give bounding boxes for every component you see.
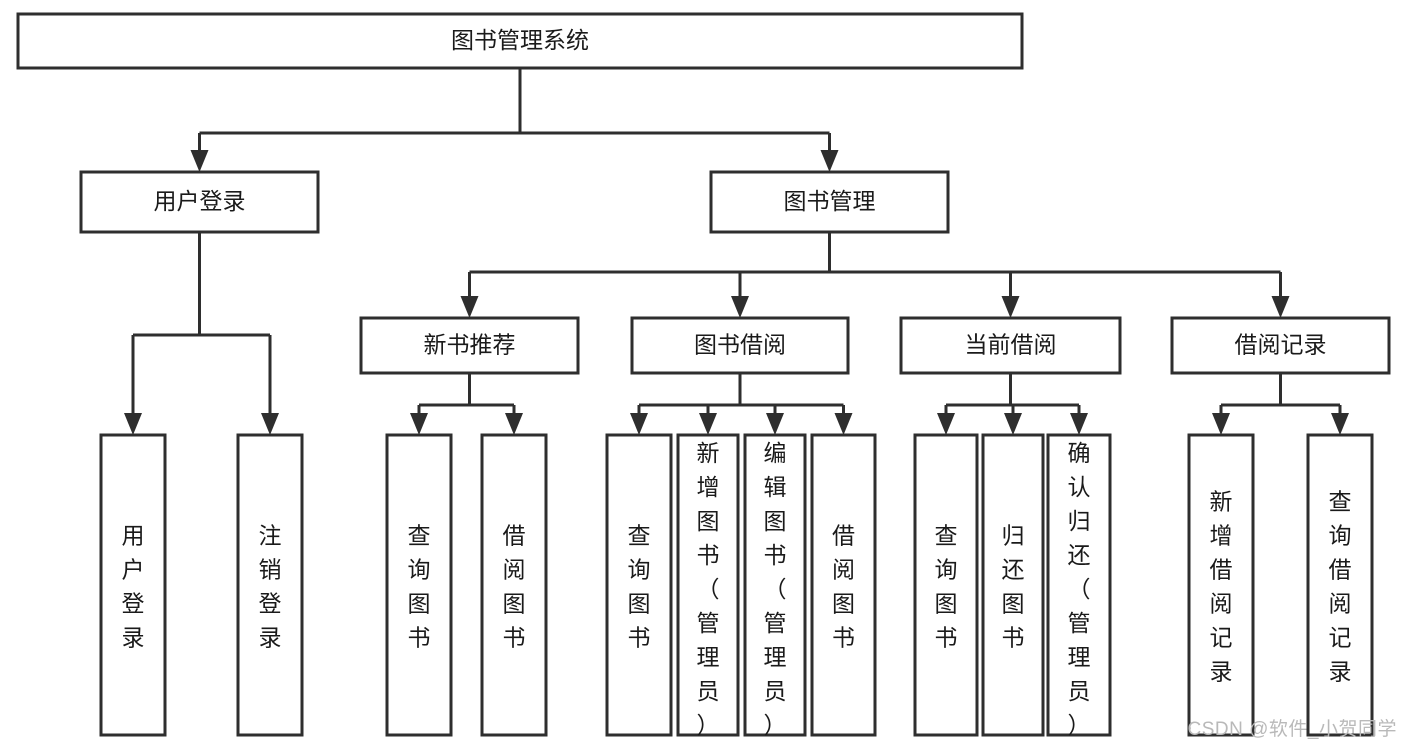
node-leaf-borrow-book-label: 借阅图书 bbox=[832, 523, 855, 651]
node-leaf-user-login[interactable]: 用户登录 bbox=[99, 433, 167, 737]
node-leaf-query-book-borrow[interactable]: 查询图书 bbox=[605, 433, 673, 737]
node-borrow-record-label: 借阅记录 bbox=[1235, 332, 1327, 358]
node-leaf-query-book-rec-label: 查询图书 bbox=[408, 523, 431, 651]
node-root-box bbox=[16, 12, 1024, 70]
arrow-to-leaf-logout bbox=[261, 413, 279, 435]
node-root-label: 图书管理系统 bbox=[451, 27, 589, 53]
arrow-to-leaf-query-book-current bbox=[937, 413, 955, 435]
arrow-to-leaf-edit-book bbox=[766, 413, 784, 435]
node-leaf-add-record-label: 新增借阅记录 bbox=[1210, 489, 1233, 685]
arrow-to-leaf-query-book-rec bbox=[410, 413, 428, 435]
node-user-login[interactable]: 用户登录 bbox=[79, 170, 320, 234]
node-leaf-add-book-box bbox=[676, 433, 740, 737]
node-leaf-borrow-book-rec-label: 借阅图书 bbox=[503, 523, 526, 651]
node-book-manage-label: 图书管理 bbox=[784, 188, 876, 214]
arrow-to-current-borrow bbox=[1001, 296, 1020, 318]
node-leaf-return-book-label: 归还图书 bbox=[1002, 523, 1025, 651]
node-user-login-box bbox=[79, 170, 320, 234]
arrow-to-leaf-confirm-return bbox=[1070, 413, 1088, 435]
node-leaf-user-login-box bbox=[99, 433, 167, 737]
node-leaf-borrow-book[interactable]: 借阅图书 bbox=[810, 433, 877, 737]
node-leaf-query-book-borrow-label: 查询图书 bbox=[628, 523, 651, 651]
arrow-to-leaf-user-login bbox=[124, 413, 142, 435]
node-leaf-confirm-return-label: 确认归还（管理员） bbox=[1068, 440, 1091, 738]
node-leaf-user-login-label: 用户登录 bbox=[122, 523, 145, 651]
arrow-to-leaf-query-record bbox=[1331, 413, 1349, 435]
arrow-to-leaf-add-book bbox=[699, 413, 717, 435]
node-leaf-query-book-rec-box bbox=[385, 433, 453, 737]
arrow-to-user-login bbox=[190, 150, 209, 172]
node-root[interactable]: 图书管理系统 bbox=[16, 12, 1024, 70]
node-leaf-query-record-box bbox=[1306, 433, 1374, 737]
node-current-borrow-label: 当前借阅 bbox=[965, 332, 1057, 358]
node-leaf-logout-label: 注销登录 bbox=[259, 523, 282, 651]
node-leaf-query-record[interactable]: 查询借阅记录 bbox=[1306, 433, 1374, 737]
node-leaf-query-book-borrow-box bbox=[605, 433, 673, 737]
node-leaf-borrow-book-rec-box bbox=[480, 433, 548, 737]
arrow-to-book-borrow bbox=[731, 296, 749, 318]
arrow-to-leaf-borrow-book-rec bbox=[505, 413, 523, 435]
connectors-layer bbox=[124, 68, 1349, 435]
node-leaf-return-book[interactable]: 归还图书 bbox=[981, 433, 1045, 737]
node-leaf-query-book-current[interactable]: 查询图书 bbox=[913, 433, 979, 737]
node-leaf-add-book[interactable]: 新增图书（管理员） bbox=[676, 433, 740, 738]
arrow-to-leaf-query-book-borrow bbox=[630, 413, 648, 435]
node-leaf-query-book-rec[interactable]: 查询图书 bbox=[385, 433, 453, 737]
node-current-borrow-box bbox=[899, 316, 1122, 375]
arrow-to-leaf-return-book bbox=[1004, 413, 1022, 435]
arrow-to-leaf-add-record bbox=[1212, 413, 1230, 435]
node-leaf-add-record[interactable]: 新增借阅记录 bbox=[1187, 433, 1255, 737]
arrow-to-leaf-borrow-book bbox=[834, 413, 853, 435]
node-leaf-add-book-label: 新增图书（管理员） bbox=[697, 440, 720, 738]
node-leaf-edit-book-box bbox=[743, 433, 807, 737]
arrow-to-borrow-record bbox=[1271, 296, 1290, 318]
node-leaf-confirm-return[interactable]: 确认归还（管理员） bbox=[1046, 433, 1112, 738]
node-leaf-add-record-box bbox=[1187, 433, 1255, 737]
node-leaf-query-record-label: 查询借阅记录 bbox=[1329, 489, 1352, 685]
node-leaf-return-book-box bbox=[981, 433, 1045, 737]
node-new-book-rec-box bbox=[359, 316, 580, 375]
node-leaf-edit-book[interactable]: 编辑图书（管理员） bbox=[743, 433, 807, 738]
arrow-to-new-book-rec bbox=[460, 296, 479, 318]
node-current-borrow[interactable]: 当前借阅 bbox=[899, 316, 1122, 375]
node-leaf-borrow-book-box bbox=[810, 433, 877, 737]
node-new-book-rec[interactable]: 新书推荐 bbox=[359, 316, 580, 375]
node-leaf-edit-book-label: 编辑图书（管理员） bbox=[764, 440, 787, 738]
node-book-borrow-label: 图书借阅 bbox=[694, 332, 786, 358]
node-user-login-label: 用户登录 bbox=[154, 188, 246, 214]
node-leaf-confirm-return-box bbox=[1046, 433, 1112, 737]
nodes-layer: 图书管理系统用户登录图书管理新书推荐图书借阅当前借阅借阅记录用户登录注销登录查询… bbox=[16, 12, 1391, 738]
node-book-borrow[interactable]: 图书借阅 bbox=[630, 316, 850, 375]
node-leaf-logout[interactable]: 注销登录 bbox=[236, 433, 304, 737]
node-borrow-record[interactable]: 借阅记录 bbox=[1170, 316, 1391, 375]
node-book-manage-box bbox=[709, 170, 950, 234]
node-borrow-record-box bbox=[1170, 316, 1391, 375]
node-new-book-rec-label: 新书推荐 bbox=[424, 332, 516, 358]
arrow-to-book-manage bbox=[820, 150, 839, 172]
node-leaf-query-book-current-label: 查询图书 bbox=[935, 523, 958, 651]
node-book-borrow-box bbox=[630, 316, 850, 375]
node-leaf-query-book-current-box bbox=[913, 433, 979, 737]
node-leaf-borrow-book-rec[interactable]: 借阅图书 bbox=[480, 433, 548, 737]
node-book-manage[interactable]: 图书管理 bbox=[709, 170, 950, 234]
node-leaf-logout-box bbox=[236, 433, 304, 737]
